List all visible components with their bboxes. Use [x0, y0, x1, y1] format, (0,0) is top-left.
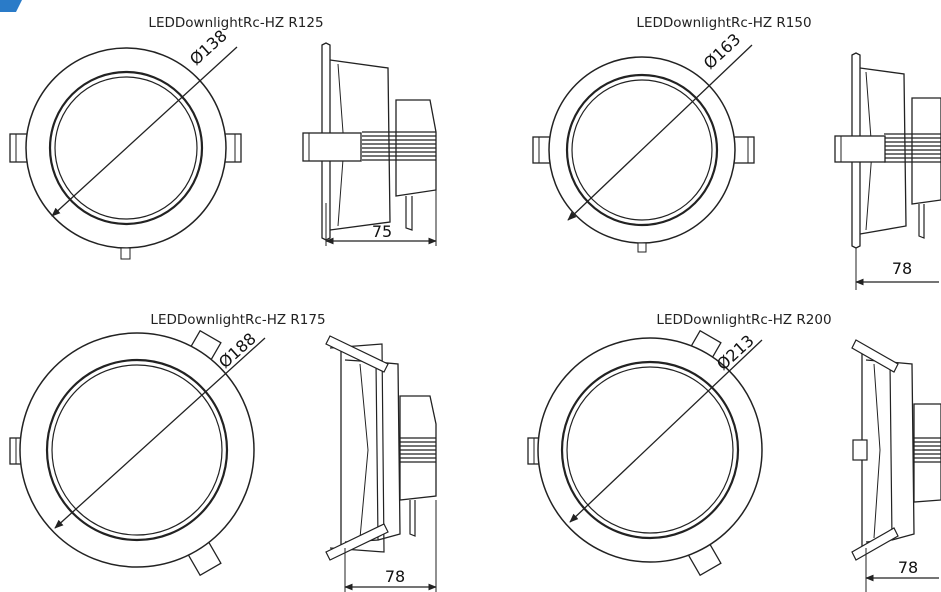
side-view: 78: [851, 339, 941, 592]
side-view: 75: [302, 42, 437, 246]
front-view: Ø163: [532, 30, 755, 253]
depth-label: 78: [385, 567, 405, 586]
depth-label: 78: [898, 558, 918, 577]
front-view: Ø213: [527, 329, 763, 577]
diameter-label: Ø188: [215, 329, 260, 372]
diameter-label: Ø163: [700, 30, 745, 73]
product-r125: LEDDownlightRc-HZ R125 Ø138: [9, 15, 437, 260]
product-label: LEDDownlightRc-HZ R175: [150, 312, 325, 328]
front-view: Ø188: [9, 329, 266, 577]
product-label: LEDDownlightRc-HZ R150: [636, 15, 811, 31]
diameter-label: Ø213: [713, 331, 758, 374]
product-label: LEDDownlightRc-HZ R125: [148, 15, 323, 31]
product-r200: LEDDownlightRc-HZ R200 Ø213: [527, 312, 941, 592]
front-view: Ø138: [9, 26, 242, 260]
corner-accent-icon: [0, 0, 22, 12]
depth-label: 75: [372, 222, 392, 241]
product-r150: LEDDownlightRc-HZ R150 Ø163: [532, 15, 941, 290]
depth-label: 78: [892, 259, 912, 278]
side-view: 78: [834, 52, 941, 290]
product-r175: LEDDownlightRc-HZ R175 Ø188: [9, 312, 437, 592]
diameter-label: Ø138: [186, 26, 231, 69]
product-label: LEDDownlightRc-HZ R200: [656, 312, 831, 328]
side-view: 78: [325, 335, 437, 592]
